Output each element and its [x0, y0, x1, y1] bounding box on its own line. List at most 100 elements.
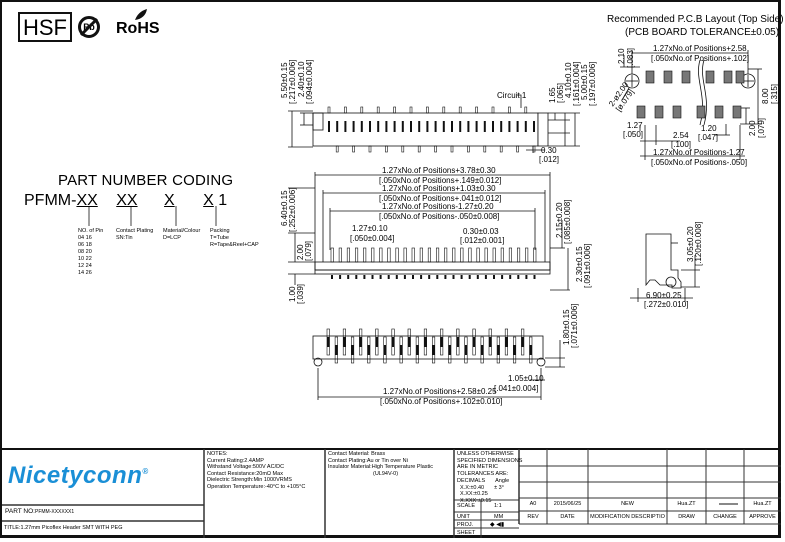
bottom-pin-contact	[391, 337, 395, 347]
material-line: Contact Plating:Au or Tin over Ni	[328, 457, 408, 464]
pcb-bottom-width: 1.27xNo.of Positions-1.27	[653, 148, 745, 157]
front-pin-foot	[395, 275, 398, 279]
title-value: 1.27mm Picoflex Header SMT WITH PEG	[20, 525, 123, 531]
front-w1-in: [.050xNo.of Positions+.149±0.012]	[379, 176, 502, 185]
pcb-top-width-in: [.050xNo.of Positions+.102]	[651, 54, 750, 63]
front-w1: 1.27xNo.of Positions+3.78±0.30	[382, 166, 496, 175]
date-value: 2015/06/25	[553, 501, 582, 507]
bottom-width-in: [.050xNo.of Positions+.102±0.010]	[380, 397, 503, 406]
front-pin-foot	[420, 275, 423, 279]
packing-reel: R=Tape&Reel+CAP	[210, 242, 259, 248]
top-pin	[492, 121, 494, 132]
pcb-pad	[735, 70, 745, 84]
front-w3: 1.27xNo.of Positions-1.27±0.20	[382, 202, 494, 211]
top-pin-tail	[426, 106, 429, 114]
pin-option: 12 24	[78, 263, 92, 269]
pin-option: 06 18	[78, 242, 92, 248]
pcb-pad	[723, 70, 733, 84]
bottom-pin-contact	[529, 345, 532, 355]
pcb-h800-in: [.315]	[770, 83, 779, 104]
title-label: TITLE:	[4, 525, 21, 531]
note-line: Withstand Voltage:500V AC/DC	[207, 464, 285, 470]
pcb-pad	[645, 70, 655, 84]
brand-name: Nicetyconn	[8, 462, 143, 489]
material-value: D=LCP	[163, 235, 181, 241]
front-w2-in: [.050xNo.of Positions+.041±0.012]	[379, 194, 502, 203]
pcb-layout-title: Recommended P.C.B Layout (Top Side)	[607, 14, 784, 25]
top-pin	[533, 121, 535, 132]
front-pin-foot	[371, 275, 374, 279]
front-pin	[460, 247, 464, 263]
part-no-label: PART NO:	[5, 508, 35, 515]
front-pin-foot	[533, 275, 536, 279]
header-description: MODIFICATION DESCRIPTIO	[590, 514, 665, 520]
top-view-pins	[327, 106, 536, 153]
front-pin	[427, 247, 432, 263]
projection-symbol-icon: ◆ ◀▮	[490, 522, 505, 528]
pin-option: 08 20	[78, 249, 92, 255]
top-pin	[377, 121, 380, 132]
front-pin	[395, 247, 399, 263]
bottom-pin-tail	[385, 145, 388, 153]
top-pin-tail	[376, 106, 380, 114]
front-pin-foot	[493, 275, 495, 279]
pin-count-label: NO. of Pin	[78, 228, 104, 234]
unit-label: UNIT	[457, 514, 470, 520]
bottom-pin-contact	[513, 345, 516, 355]
note-line: Current Rating:2.4AMP	[207, 457, 264, 464]
front-h640-in: [.252±0.006]	[288, 187, 297, 232]
front-pin-foot	[525, 275, 528, 279]
bottom-pin-contact	[448, 345, 451, 355]
top-pin	[418, 121, 421, 132]
title-block-lines	[2, 448, 781, 538]
front-pin	[363, 247, 367, 263]
top-pin-tail	[327, 106, 331, 114]
pcb-pad-h-in: [.079]	[757, 117, 766, 138]
tolerance-line: ARE IN METRIC	[457, 464, 498, 470]
bottom-pin-tail	[532, 145, 536, 153]
front-pin-foot	[468, 275, 471, 279]
note-line: NOTES:	[207, 451, 228, 457]
material-line: (UL94V-0)	[373, 470, 399, 477]
front-pin	[419, 247, 423, 263]
front-pin	[338, 247, 342, 263]
pcb-top-width: 1.27xNo.of Positions+2.58	[653, 44, 747, 53]
top-pin-tail	[393, 106, 396, 114]
pin-option: 04 16	[78, 235, 92, 241]
front-pin	[525, 247, 529, 263]
pcb-pitch-in: [.050]	[623, 130, 644, 139]
bottom-pin-contact	[456, 337, 460, 347]
pn-seg-plating: XX	[116, 192, 138, 209]
top-pin	[508, 121, 511, 132]
note-line: Dielectric Strength:Min 1000VRMS	[207, 477, 292, 483]
front-pin-foot	[339, 275, 342, 279]
pb-slash	[79, 17, 99, 37]
bottom-pin-contact	[440, 337, 443, 347]
front-pin	[492, 247, 496, 263]
pcb-row-offset-in: [.100]	[671, 140, 692, 149]
top-d030-in: [.012]	[539, 155, 560, 164]
sheet-label: SHEET	[457, 530, 476, 536]
front-h200-in: [.079]	[304, 240, 313, 261]
description-value: NEW	[621, 501, 634, 507]
front-pin	[500, 247, 504, 263]
scale-label: SCALE	[457, 503, 476, 509]
top-pin	[385, 121, 388, 132]
front-pin-foot	[517, 275, 520, 279]
pn-prefix: PFMM-	[24, 192, 77, 209]
front-pin-foot	[355, 275, 358, 279]
bottom-pin-contact	[343, 337, 346, 347]
note-line: Contact Resistance:20mΩ Max	[207, 470, 283, 477]
front-w3-in: [.050xNo.of Positions-.050±0.008]	[379, 212, 500, 221]
front-pin	[330, 247, 334, 263]
top-pin	[426, 121, 429, 132]
draw-value: Hua.ZT	[677, 501, 696, 507]
hsf-logo: HSF	[18, 12, 72, 42]
front-pitch: 1.27±0.10	[352, 224, 388, 233]
header-draw: DRAW	[678, 514, 695, 520]
top-pin-tail	[442, 106, 446, 114]
unit-value: MM	[494, 514, 504, 520]
front-pin	[484, 247, 488, 263]
top-pin-tail	[458, 106, 462, 114]
